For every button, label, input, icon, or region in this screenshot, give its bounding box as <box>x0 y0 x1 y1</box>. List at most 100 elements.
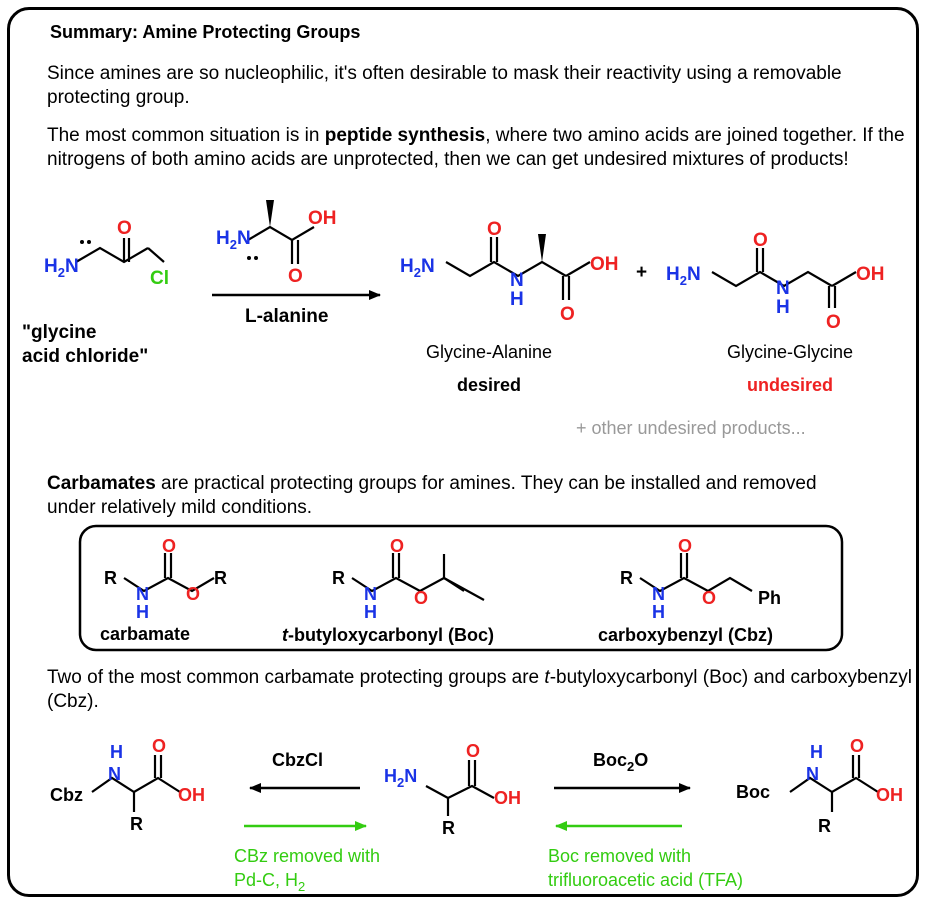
atom-cl: Cl <box>150 268 169 289</box>
atom-oh: OH <box>590 254 619 275</box>
atom-oh: OH <box>178 785 205 805</box>
atom-o: O <box>152 736 166 756</box>
boc-removal-line1: Boc removed with <box>548 846 691 866</box>
boc-bonds <box>351 553 485 601</box>
atom-o: O <box>186 584 200 604</box>
gly-ala-wedge <box>538 234 546 262</box>
alanine-bonds <box>247 225 315 264</box>
atom-r: R <box>442 818 455 838</box>
atom-o: O <box>288 266 303 287</box>
plus-sign: + <box>636 262 647 283</box>
boc-aa-bonds <box>789 755 879 812</box>
product2-tag: undesired <box>747 375 833 395</box>
atom-n: N <box>108 764 121 784</box>
atom-r: R <box>214 568 227 588</box>
boc-atoms: R N H O O <box>332 536 428 622</box>
atom-h: H <box>810 742 823 762</box>
summary-frame <box>7 7 919 897</box>
carbamate-atoms: R N H O O R <box>104 536 227 622</box>
product2-name: Glycine-Glycine <box>727 342 853 362</box>
glycine-acid-chloride-bonds <box>75 238 165 264</box>
atom-o: O <box>850 736 864 756</box>
boc-label-rest: -butyloxycarbonyl (Boc) <box>288 625 494 645</box>
carbamate-label: carbamate <box>100 624 190 644</box>
atom-cbz: Cbz <box>50 785 83 805</box>
atom-h: H <box>776 297 790 318</box>
carbamates-rest: are practical protecting groups for amin… <box>47 473 817 518</box>
page-title: Summary: Amine Protecting Groups <box>50 22 361 42</box>
reagent-l-alanine: L-alanine <box>245 306 328 327</box>
free-aa-atoms: H2N O OH R <box>384 741 521 838</box>
peptide-post: , where two amino acids are joined toget… <box>47 125 905 170</box>
atom-o: O <box>753 230 768 251</box>
product1-name: Glycine-Alanine <box>426 342 552 362</box>
gly-gly-atoms: H2N O N H OH O <box>666 230 885 333</box>
reactant-label-line1: "glycine <box>22 322 96 343</box>
common-pre: Two of the most common carbamate protect… <box>47 667 545 688</box>
boc-label-italic: t <box>282 625 289 645</box>
atom-boc: Boc <box>736 782 770 802</box>
boc-reagent: Boc2O <box>593 750 648 774</box>
atom-h: H <box>364 602 377 622</box>
atom-n: N <box>806 764 819 784</box>
atom-h2n: H2N <box>400 256 435 280</box>
atom-o: O <box>390 536 404 556</box>
alanine-wedge <box>266 200 274 227</box>
atom-o: O <box>466 741 480 761</box>
atom-oh: OH <box>308 208 337 229</box>
atom-o: O <box>702 588 716 608</box>
atom-r: R <box>104 568 117 588</box>
boc-removal-line2: trifluoroacetic acid (TFA) <box>548 870 743 890</box>
atom-o: O <box>414 588 428 608</box>
atom-h: H <box>510 289 524 310</box>
intro-paragraph: Since amines are so nucleophilic, it's o… <box>47 63 842 108</box>
atom-o: O <box>560 304 575 325</box>
cbz-bonds <box>639 553 753 593</box>
common-italic: t <box>544 667 550 688</box>
atom-n: N <box>776 278 790 299</box>
atom-r: R <box>620 568 633 588</box>
common-post: -butyloxycarbonyl (Boc) and carboxybenzy… <box>47 667 912 712</box>
peptide-bold: peptide synthesis <box>324 125 486 146</box>
boc-label: t-butyloxycarbonyl (Boc) <box>282 625 494 645</box>
cbz-aa-atoms: Cbz H N O OH R <box>50 736 205 834</box>
atom-o: O <box>678 536 692 556</box>
carbamate-bonds <box>123 553 215 593</box>
cbz-removal-line2: Pd-C, H2 <box>234 870 305 894</box>
atom-r: R <box>818 816 831 836</box>
glycine-acid-chloride-atoms: H2N O Cl <box>44 218 169 289</box>
peptide-pre: The most common situation is in <box>47 125 325 146</box>
gly-ala-bonds <box>445 237 591 300</box>
gly-gly-bonds <box>711 248 857 308</box>
carbamate-box <box>78 524 844 652</box>
other-products-note: + other undesired products... <box>576 418 806 438</box>
cbz-reagent: CbzCl <box>272 750 323 770</box>
atom-oh: OH <box>856 264 885 285</box>
gly-ala-atoms: H2N O N H OH O <box>400 219 619 325</box>
atom-n: N <box>364 584 377 604</box>
atom-h: H <box>136 602 149 622</box>
atom-h2n: H2N <box>666 264 701 288</box>
common-paragraph: Two of the most common carbamate protect… <box>47 666 917 714</box>
atom-o: O <box>162 536 176 556</box>
atom-n: N <box>510 270 524 291</box>
atom-o: O <box>826 312 841 333</box>
cbz-removal-line1: CBz removed with <box>234 846 380 866</box>
cbz-atoms: R N H O O Ph <box>620 536 781 622</box>
reactant-label-line2: acid chloride" <box>22 346 148 367</box>
atom-n: N <box>652 584 665 604</box>
atom-n: N <box>136 584 149 604</box>
atom-o: O <box>117 218 132 239</box>
atom-h: H <box>652 602 665 622</box>
atom-ph: Ph <box>758 588 781 608</box>
free-aa-bonds <box>425 760 495 816</box>
atom-h2n: H2N <box>384 766 417 790</box>
atom-r: R <box>332 568 345 588</box>
product1-tag: desired <box>457 375 521 395</box>
peptide-paragraph: The most common situation is in peptide … <box>47 124 912 172</box>
atom-o: O <box>487 219 502 240</box>
atom-r: R <box>130 814 143 834</box>
cbz-label: carboxybenzyl (Cbz) <box>598 625 773 645</box>
atom-h: H <box>110 742 123 762</box>
